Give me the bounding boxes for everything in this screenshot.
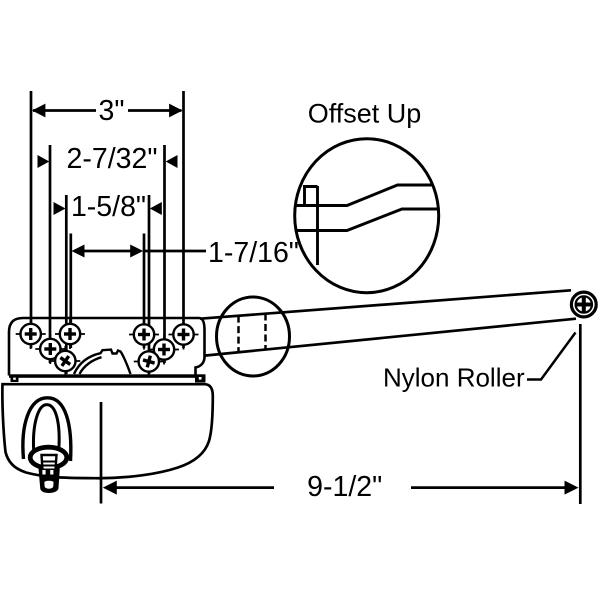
svg-text:Offset Up: Offset Up (308, 99, 422, 129)
svg-text:3": 3" (99, 95, 125, 127)
svg-text:9-1/2": 9-1/2" (307, 471, 382, 503)
svg-text:Nylon Roller: Nylon Roller (383, 363, 525, 393)
svg-text:1-7/16": 1-7/16" (208, 237, 299, 269)
svg-text:2-7/32": 2-7/32" (67, 143, 158, 175)
svg-text:1-5/8": 1-5/8" (71, 191, 146, 223)
